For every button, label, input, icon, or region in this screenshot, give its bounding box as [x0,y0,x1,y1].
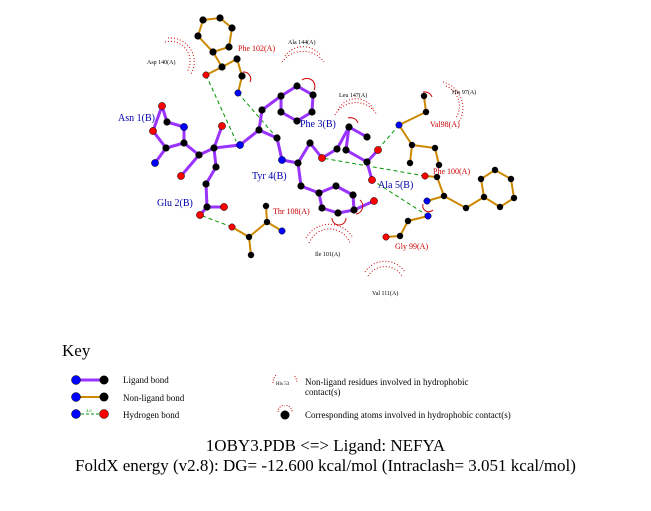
label-phe102: Phe 102(A) [238,44,275,53]
label-phe3: Phe 3(B) [300,119,336,130]
hydrophobic-contacts [164,37,464,277]
label-ile101: Ile 101(A) [315,251,340,258]
hydrophobic-arc-ile101 [305,223,354,244]
key-title: Key [62,341,91,360]
label-ala5: Ala 5(B) [378,180,413,191]
hydrogen-bonds [199,74,429,228]
caption-energy: FoldX energy (v2.8): DG= -12.600 kcal/mo… [75,456,576,475]
label-gly99: Gly 99(A) [395,242,428,251]
non-ligand-bond-icon [71,392,109,402]
label-val98: Val98(A) [430,120,460,129]
hydrogen-bond-icon: 3.0 [71,408,109,419]
label-thr108: Thr 108(A) [273,207,310,216]
label-leu147: Leu 147(A) [339,92,367,99]
hydrophobic-arc-leu147 [334,98,378,116]
key-non-ligand-residues: Non-ligand residues involved in hydropho… [305,377,469,397]
key-ligand-bond: Ligand bond [123,375,169,385]
label-asn1: Asn 1(B) [118,113,155,124]
caption-title: 1OBY3.PDB <=> Ligand: NEFYA [205,436,446,455]
key-hydrogen-bond: Hydrogen bond [123,410,180,420]
label-val111: Val 111(A) [372,290,398,297]
hydrophobic-arc-his97 [442,81,464,123]
hydrophobic-atom-icon [277,405,293,420]
hydrophobic-residue-icon: His 53 [272,375,298,387]
key-non-ligand-bond: Non-ligand bond [123,393,185,403]
hydrophobic-arc-asp140 [164,37,195,75]
ligand-bond-icon [71,375,109,385]
label-his97: His 97(A) [452,89,476,96]
label-ala144: Ala 144(A) [288,39,316,46]
atoms [149,14,518,259]
label-tyr4: Tyr 4(B) [252,171,287,182]
non-ligand-bonds [196,16,516,256]
hydrophobic-arc-ala144 [281,46,325,63]
hydrophobic-arc-val111 [364,260,406,277]
key-corresponding-atoms: Corresponding atoms involved in hydropho… [305,410,511,420]
label-phe100: Phe 100(A) [433,167,470,176]
ligplot-diagram: Asn 1(B) Glu 2(B) Phe 3(B) Tyr 4(B) Ala … [118,14,518,297]
hbond-length-label: 3.0 [86,408,92,413]
label-glu2: Glu 2(B) [157,198,193,209]
label-asp140: Asp 140(A) [147,59,176,66]
example-residue-label: His 53 [276,382,290,387]
